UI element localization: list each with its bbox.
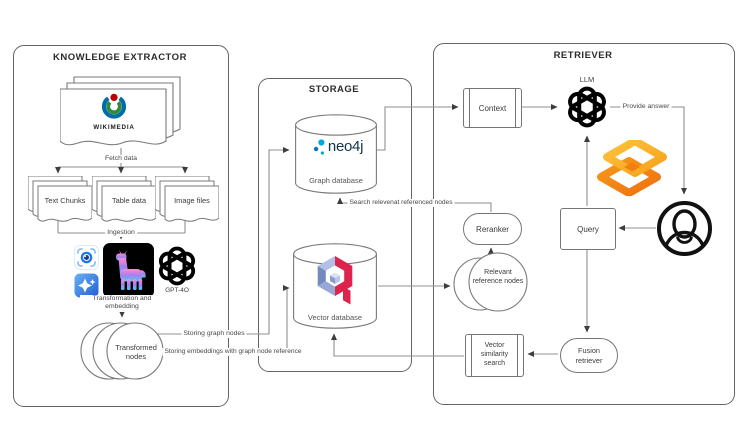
text-chunks-stack bbox=[28, 176, 92, 222]
wikimedia-logo-icon bbox=[99, 92, 129, 122]
edge-storing-embeddings bbox=[162, 285, 290, 353]
vector-database-label: Vector database bbox=[307, 313, 363, 322]
vision-eye-icon bbox=[74, 245, 99, 275]
neo4j-dots-icon bbox=[313, 139, 325, 155]
query-label: Query bbox=[577, 224, 599, 234]
retriever-title: RETRIEVER bbox=[553, 50, 613, 61]
transformed-nodes-shape bbox=[80, 322, 164, 380]
provide-answer-label: Provide answer bbox=[620, 103, 672, 112]
knowledge-extractor-group bbox=[13, 45, 229, 407]
ingestion-label: Ingestion bbox=[105, 229, 137, 238]
relevant-nodes-shape bbox=[453, 252, 528, 312]
table-data-label: Table data bbox=[111, 196, 147, 205]
vector-similarity-search-label: Vector similarity search bbox=[480, 342, 509, 367]
llm-label: LLM bbox=[579, 75, 595, 84]
query-node: Query bbox=[560, 208, 616, 250]
relevant-nodes-label: Relevant reference nodes bbox=[472, 269, 524, 285]
user-icon bbox=[655, 199, 714, 263]
sparkle-ai-icon bbox=[74, 273, 99, 303]
search-referenced-label: Search relevenat referenced nodes bbox=[347, 199, 455, 208]
qdrant-logo-icon bbox=[314, 255, 356, 312]
transformed-nodes-label: Transformed nodes bbox=[115, 343, 157, 362]
llama-model-icon bbox=[103, 243, 154, 303]
openai-llm-icon bbox=[565, 85, 609, 134]
edge-vss-vectordb bbox=[331, 333, 464, 357]
image-files-label: Image files bbox=[174, 196, 210, 205]
storing-graph-nodes-label: Storing graph nodes bbox=[181, 330, 247, 339]
neo4j-wordmark: neo4j bbox=[327, 137, 364, 155]
context-label: Context bbox=[478, 103, 507, 113]
neo4j-logo: neo4j bbox=[313, 137, 363, 157]
fusion-retriever-label: Fusion retriever bbox=[575, 346, 603, 365]
context-node: Context bbox=[463, 88, 522, 128]
table-data-stack bbox=[92, 176, 156, 222]
graph-database-cylinder bbox=[295, 114, 377, 194]
fetch-data-label: Fetch data bbox=[102, 155, 140, 164]
image-files-stack bbox=[155, 176, 219, 222]
reranker-label: Reranker bbox=[476, 224, 509, 234]
reranker-node: Reranker bbox=[463, 213, 522, 245]
edge-graphdb-context bbox=[377, 104, 459, 151]
vector-similarity-search-node: Vector similarity search bbox=[465, 334, 524, 377]
fusion-retriever-node: Fusion retriever bbox=[560, 338, 618, 373]
wikimedia-label: WIKIMEDIA bbox=[93, 124, 135, 131]
graph-database-label: Graph database bbox=[309, 176, 363, 185]
extractor-title: KNOWLEDGE EXTRACTOR bbox=[53, 52, 187, 63]
text-chunks-label: Text Chunks bbox=[44, 196, 86, 205]
storage-group bbox=[258, 78, 412, 372]
gpt4o-label: GPT-4O bbox=[165, 287, 189, 294]
storing-embeddings-label: Storing embeddings with graph node refer… bbox=[162, 348, 304, 357]
storage-title: STORAGE bbox=[308, 84, 360, 95]
transformation-embedding-label: Transformation and embedding bbox=[80, 295, 164, 312]
openai-gpt4o-icon bbox=[156, 245, 198, 292]
orange-diamonds-logo-icon bbox=[596, 137, 668, 201]
retriever-group bbox=[433, 43, 735, 405]
